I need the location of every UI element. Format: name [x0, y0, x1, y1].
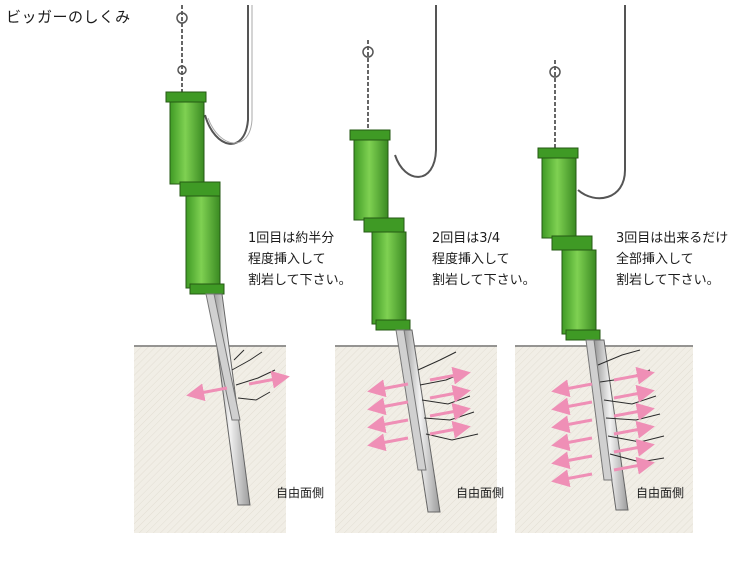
pressure-arrows — [186, 366, 655, 488]
ground-block-1 — [134, 345, 286, 533]
bigger-tool-3 — [537, 5, 629, 511]
instruction-line: 3回目は出来るだけ — [616, 231, 729, 246]
arrow-right — [248, 370, 290, 389]
arrow-left — [551, 397, 593, 416]
arrow-left — [367, 433, 409, 452]
arrow-left — [367, 379, 409, 398]
arrow-left — [551, 469, 593, 488]
arrow-left — [186, 383, 228, 402]
arrow-right — [429, 420, 471, 439]
instruction-line: 割岩して下さい。 — [248, 273, 352, 288]
arrow-right — [613, 366, 655, 385]
arrow-left — [551, 451, 593, 470]
stage-2-instructions: 2回目は3/4 程度挿入して 割岩して下さい。 — [432, 228, 536, 291]
arrow-left — [551, 415, 593, 434]
stage-3-instructions: 3回目は出来るだけ 全部挿入して 割岩して下さい。 — [616, 228, 728, 291]
arrow-right — [613, 438, 655, 457]
instruction-line: 割岩して下さい。 — [432, 273, 536, 288]
arrow-right — [613, 456, 655, 475]
instruction-line: 程度挿入して — [248, 252, 326, 267]
instruction-line: 全部挿入して — [616, 252, 694, 267]
free-face-label-3: 自由面側 — [636, 486, 685, 500]
arrow-right — [613, 420, 655, 439]
stage-1-instructions: 1回目は約半分 程度挿入して 割岩して下さい。 — [248, 228, 352, 291]
arrow-left — [551, 433, 593, 452]
arrow-right — [429, 366, 471, 385]
bigger-tool-2 — [349, 5, 441, 513]
bigger-tool-1 — [165, 5, 253, 506]
arrow-right — [613, 384, 655, 403]
instruction-line: 割岩して下さい。 — [616, 273, 720, 288]
arrow-right — [429, 402, 471, 421]
page-title: ビッガーのしくみ — [6, 8, 131, 26]
instruction-line: 程度挿入して — [432, 252, 510, 267]
free-face-label-1: 自由面側 — [276, 486, 325, 500]
instruction-line: 1回目は約半分 — [248, 231, 335, 246]
arrow-left — [551, 379, 593, 398]
arrow-right — [429, 384, 471, 403]
arrow-right — [613, 402, 655, 421]
free-face-label-2: 自由面側 — [456, 486, 505, 500]
instruction-line: 2回目は3/4 — [432, 231, 501, 246]
cracks-1 — [231, 349, 276, 401]
arrow-left — [367, 415, 409, 434]
arrow-left — [367, 397, 409, 416]
